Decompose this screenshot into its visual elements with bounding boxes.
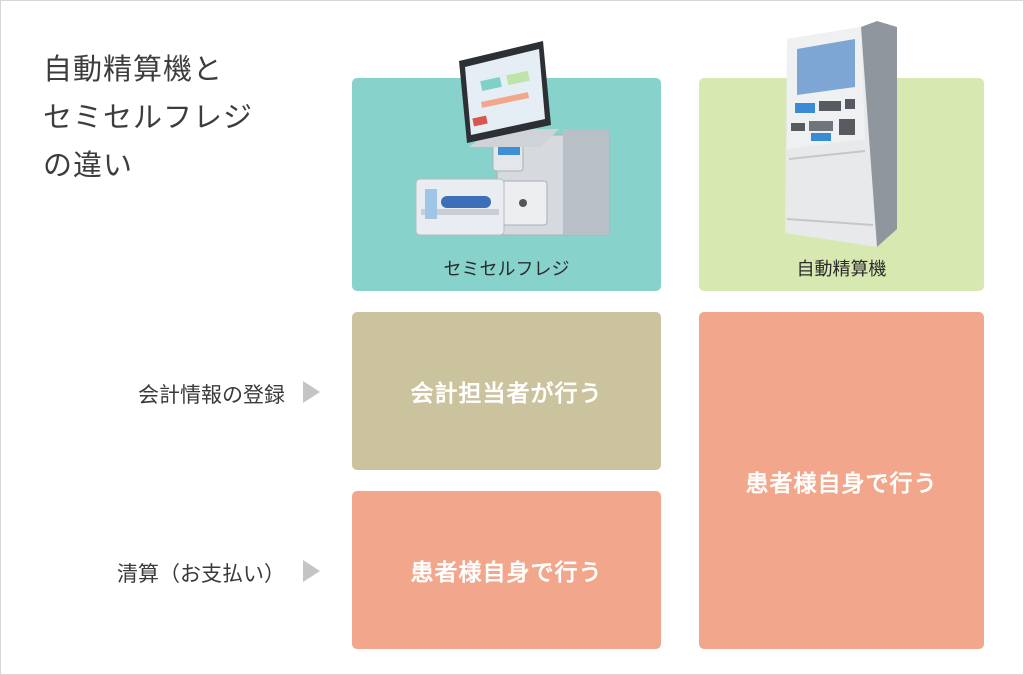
cell-semi-self-registration-text: 会計担当者が行う [410,381,603,407]
row-label-registration: 会計情報の登録 [138,383,285,407]
cell-auto-machine-both: 患者様自身で行う [699,312,984,649]
row-arrow-payment-icon [303,560,320,582]
row-arrow-registration-icon [303,381,320,403]
semi-self-register-machine-image [415,41,610,236]
cell-semi-self-payment: 患者様自身で行う [352,491,661,649]
auto-payment-machine-image [785,21,897,247]
cell-semi-self-registration: 会計担当者が行う [352,312,661,470]
cell-semi-self-payment-text: 患者様自身で行う [410,560,603,586]
diagram-title: 自動精算機と セミセルフレジ の違い [43,45,253,189]
title-line-3: の違い [43,148,134,182]
semi-self-register-label: セミセルフレジ [443,259,570,280]
title-line-2: セミセルフレジ [43,100,254,134]
title-line-1: 自動精算機と [43,52,224,86]
row-label-payment: 清算（お支払い） [117,562,285,586]
cell-auto-machine-both-text: 患者様自身で行う [745,470,938,497]
auto-payment-machine-label: 自動精算機 [796,259,887,280]
